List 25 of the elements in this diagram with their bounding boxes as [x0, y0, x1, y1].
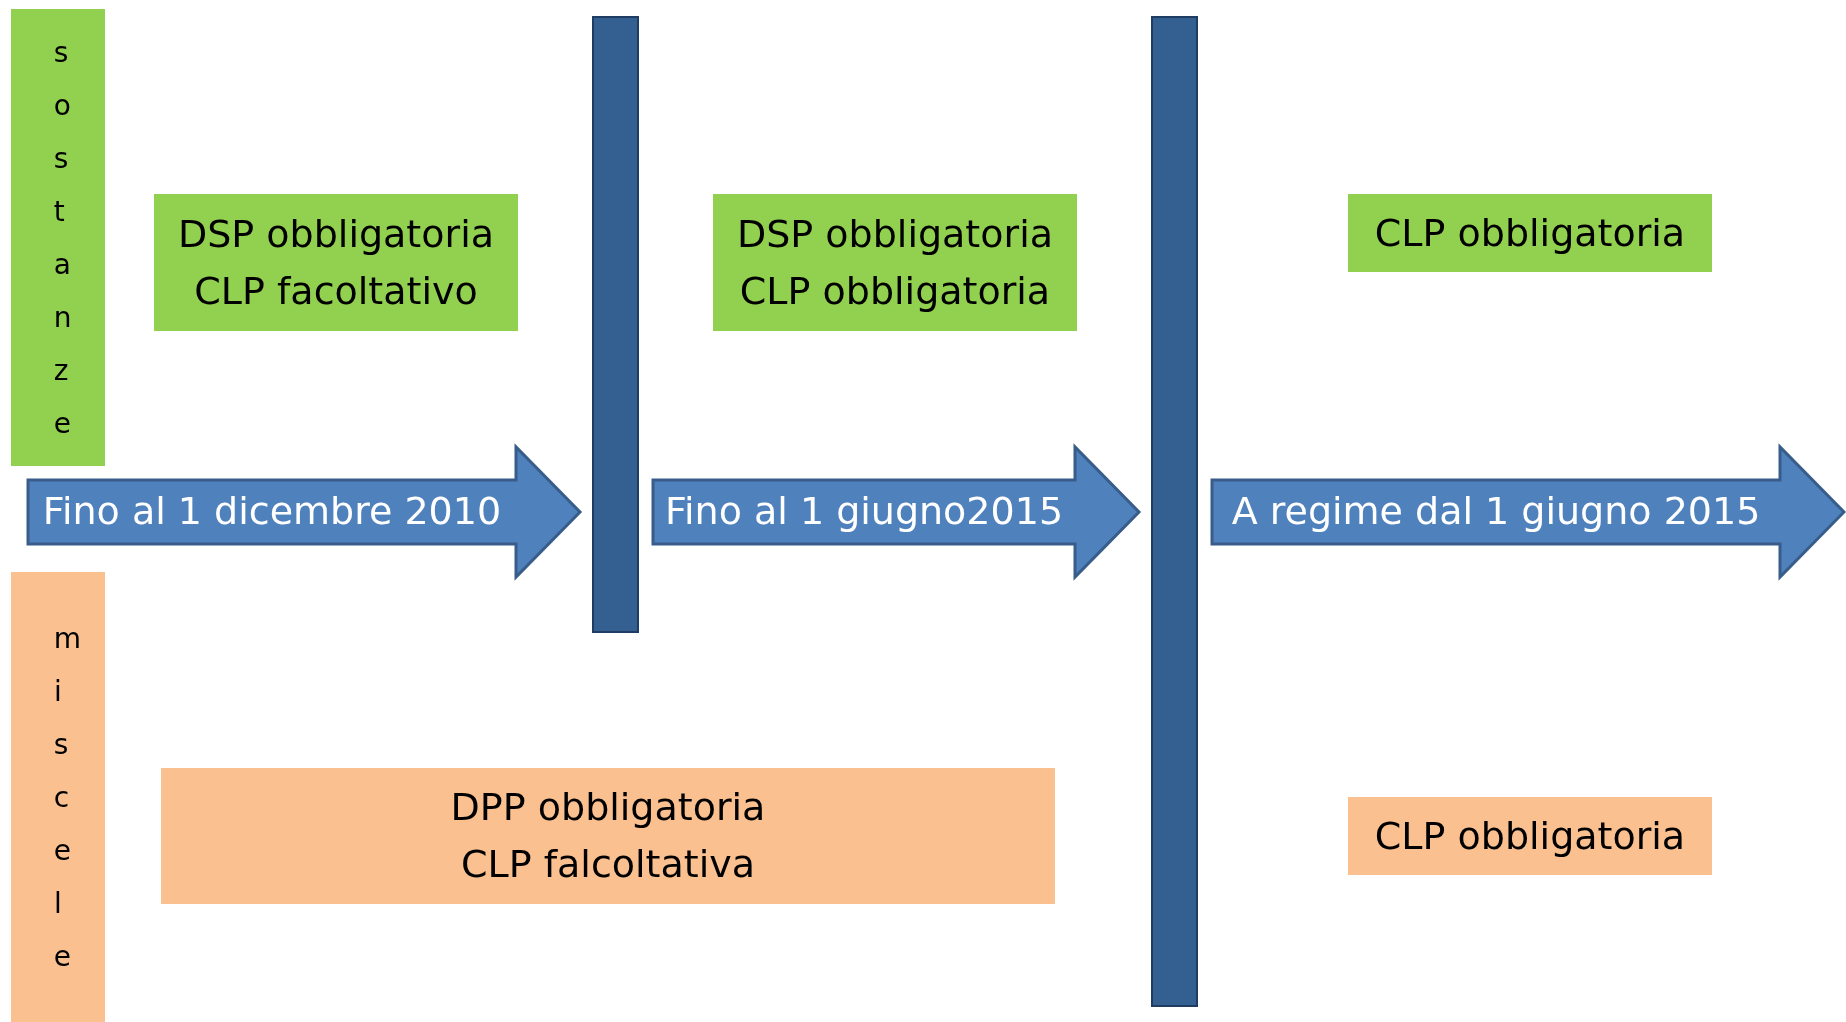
period-box [1348, 797, 1712, 875]
rule-text: CLP obbligatoria [1374, 812, 1686, 860]
rule-text: DPP obbligatoria [450, 784, 766, 831]
arrow-label: Fino al 1 giugno2015 [664, 489, 1064, 535]
divider-bar [1151, 16, 1198, 1007]
rule-text: CLP falcoltativa [460, 841, 755, 888]
divider-bar [592, 16, 639, 633]
arrow-label: A regime dal 1 giugno 2015 [1231, 489, 1761, 535]
category-band [11, 572, 105, 1022]
timeline-arrow [1210, 443, 1846, 581]
category-label: sostanze [52, 34, 82, 442]
period-box [154, 194, 518, 331]
timeline-arrow [26, 443, 583, 581]
rule-text: CLP obbligatoria [1374, 209, 1686, 257]
category-band [11, 9, 105, 466]
rule-text: DSP obbligatoria [178, 210, 494, 258]
period-box [713, 194, 1077, 331]
timeline-arrow [651, 443, 1142, 581]
rule-text: DSP obbligatoria [737, 210, 1053, 258]
arrow-label: Fino al 1 dicembre 2010 [42, 489, 502, 535]
period-box [161, 768, 1055, 904]
category-label: miscele [52, 620, 82, 975]
period-box [1348, 194, 1712, 272]
rule-text: CLP facoltativo [194, 267, 478, 315]
rule-text: CLP obbligatoria [739, 267, 1051, 315]
